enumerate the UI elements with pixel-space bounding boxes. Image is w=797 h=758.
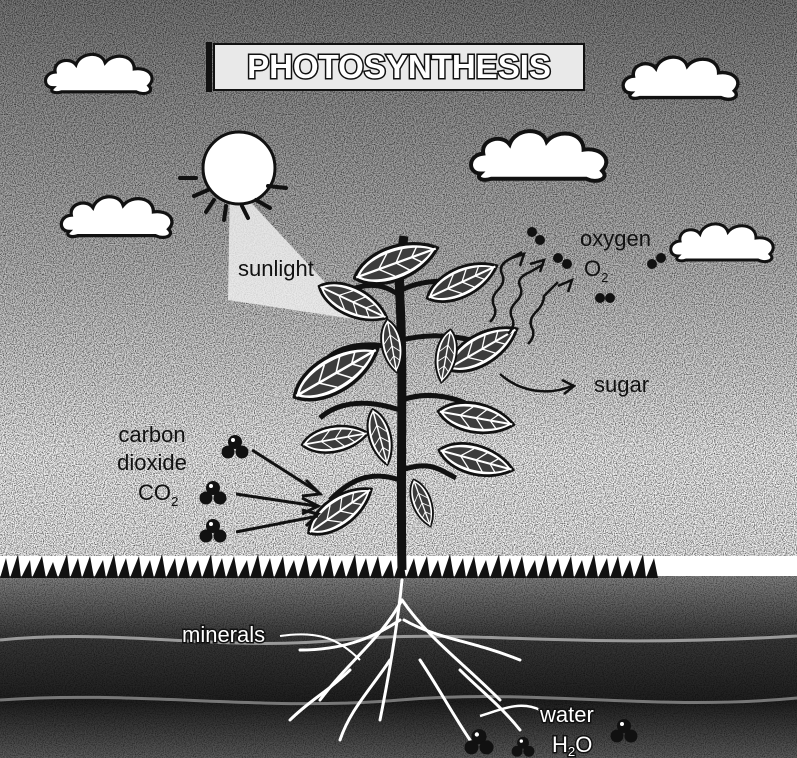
molecule-icon xyxy=(527,227,537,237)
minerals-label: minerals xyxy=(182,622,265,647)
sugar-label: sugar xyxy=(594,372,649,397)
title-banner: PHOTOSYNTHESIS xyxy=(206,42,584,92)
co2-label-line1: carbon xyxy=(118,422,185,447)
oxygen-label: oxygen xyxy=(580,226,651,251)
molecule-icon xyxy=(647,259,657,269)
page-title: PHOTOSYNTHESIS xyxy=(247,48,551,85)
water-label: water xyxy=(539,702,594,727)
sunlight-label: sunlight xyxy=(238,256,314,281)
molecule-icon xyxy=(595,293,605,303)
co2-label-line2: dioxide xyxy=(117,450,187,475)
molecule-icon xyxy=(553,253,563,263)
